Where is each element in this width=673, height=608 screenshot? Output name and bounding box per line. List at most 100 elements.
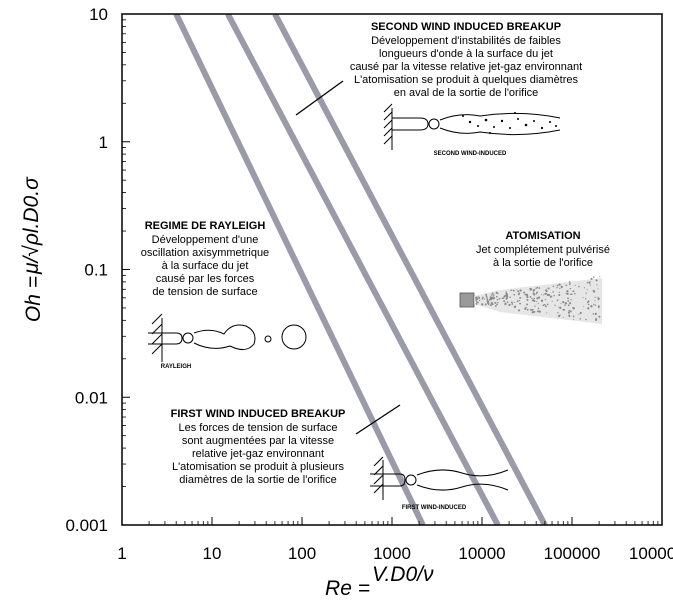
annotation-line: diamètres de la sortie de l'orifice — [179, 474, 336, 486]
spray-droplet — [566, 290, 569, 293]
spray-droplet — [517, 290, 520, 293]
spray-droplet — [533, 297, 535, 300]
spray-droplet — [594, 300, 596, 302]
spray-droplet — [526, 303, 529, 306]
annotation-line: Les forces de tension de surface — [179, 422, 338, 434]
spray-droplet — [513, 305, 517, 308]
x-tick-label: 1000000 — [629, 544, 673, 563]
spray-droplet — [595, 279, 598, 282]
spray-droplet — [587, 307, 590, 310]
spray-droplet — [552, 285, 555, 288]
spray-droplet — [529, 296, 532, 298]
spray-droplet — [560, 285, 563, 288]
annotation-line: oscillation axisymmetrique — [141, 247, 269, 259]
spray-droplet — [524, 293, 527, 296]
spray-droplet — [509, 296, 511, 298]
annotation-atomisation: ATOMISATION Jet complétement pulvérisé à… — [476, 230, 610, 269]
spray-droplet — [578, 285, 580, 288]
spray-droplet — [544, 298, 547, 301]
spray-droplet — [544, 305, 547, 308]
spray-droplet — [556, 286, 558, 289]
spray-droplet — [498, 297, 501, 300]
spray-droplet — [535, 293, 538, 295]
spray-droplet — [519, 302, 521, 305]
spray-droplet — [485, 304, 487, 306]
spray-droplet — [545, 292, 548, 295]
y-tick-label: 0.01 — [75, 388, 108, 407]
spray-droplet — [567, 304, 570, 307]
spray-droplet — [491, 303, 494, 306]
spray-droplet — [562, 301, 565, 304]
spray-droplet — [586, 301, 589, 304]
spray-droplet — [518, 299, 521, 302]
spray-droplet — [592, 313, 595, 315]
pointer-line-second-wind — [295, 80, 344, 116]
spray-droplet — [511, 301, 513, 304]
spray-droplet — [543, 294, 545, 296]
spray-droplet — [495, 295, 498, 298]
spray-droplet — [568, 281, 571, 283]
spray-droplet — [589, 284, 591, 286]
spray-droplet — [558, 293, 561, 297]
spray-droplet — [585, 318, 587, 321]
spray-droplet — [590, 305, 593, 308]
spray-droplet — [483, 298, 486, 300]
spray-droplet — [547, 303, 549, 306]
spray-droplet — [595, 318, 598, 321]
spray-droplet — [532, 309, 534, 311]
spray-droplet — [537, 303, 539, 305]
y-axis-label: Oh = μ/√ρl.D0.σ — [20, 176, 45, 322]
spray-droplet — [566, 292, 569, 296]
y-axis-label-formula: μ/√ρl.D0.σ — [20, 176, 43, 275]
spray-droplet — [570, 299, 572, 301]
spray-droplet — [516, 289, 518, 291]
spray-droplet — [594, 304, 596, 306]
spray-droplet — [593, 276, 595, 278]
spray-droplet — [529, 287, 532, 291]
spray-droplet — [556, 299, 559, 302]
spray-droplet — [538, 296, 541, 299]
annotation-line: L'atomisation se produit à quelques diam… — [354, 74, 579, 86]
spray-droplet — [584, 298, 587, 300]
spray-droplet — [579, 311, 582, 314]
spray-droplet — [585, 292, 587, 294]
spray-droplet — [540, 299, 544, 302]
spray-droplet — [486, 296, 488, 298]
spray-droplet — [490, 294, 492, 296]
spray-droplet — [532, 290, 535, 292]
spray-droplet — [504, 302, 507, 305]
annotation-first-wind: FIRST WIND INDUCED BREAKUP Les forces de… — [171, 408, 346, 486]
spray-droplet — [497, 292, 499, 295]
spray-droplet — [540, 294, 542, 296]
spray-droplet — [569, 282, 571, 285]
spray-droplet — [567, 300, 570, 302]
spray-droplet — [487, 302, 490, 305]
spray-droplet — [568, 309, 570, 312]
spray-droplet — [504, 294, 506, 297]
spray-droplet — [553, 294, 555, 297]
spray-droplet — [590, 277, 593, 280]
annotation-line: sont augmentées par la vitesse — [182, 435, 334, 447]
y-axis-label-main: Oh = — [22, 276, 45, 322]
spray-droplet — [572, 315, 575, 318]
annotation-line: Jet complétement pulvérisé — [476, 244, 610, 256]
spray-droplet — [559, 287, 561, 290]
spray-droplet — [517, 309, 521, 312]
spray-droplet — [544, 303, 546, 306]
annotation-line: relative jet-gaz environnant — [192, 448, 324, 460]
spray-droplet — [597, 288, 599, 290]
spray-droplet — [552, 291, 555, 293]
spray-droplet — [513, 301, 515, 303]
boundary-lines — [173, 14, 548, 525]
spray-droplet — [569, 302, 572, 305]
annotation-title: FIRST WIND INDUCED BREAKUP — [171, 408, 346, 420]
annotation-line: longueurs d'onde à la surface du jet — [379, 48, 553, 60]
sketch-second-wind: SECOND WIND-INDUCED — [383, 103, 561, 157]
sketch-label: FIRST WIND-INDUCED — [402, 505, 467, 511]
y-tick-label: 0.1 — [84, 261, 108, 280]
annotation-line: causé par les forces — [156, 273, 255, 285]
spray-droplet — [587, 303, 590, 306]
spray-droplet — [495, 291, 498, 294]
spray-droplet — [569, 283, 571, 286]
spray-droplet — [526, 298, 529, 301]
